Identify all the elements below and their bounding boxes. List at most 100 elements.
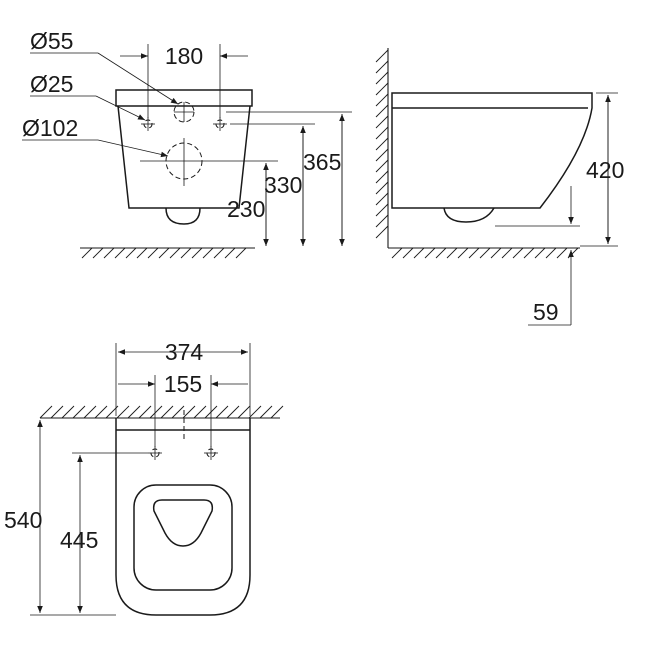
dim-374-label: 374 [165,339,204,365]
hatch-line [375,159,389,173]
hatch-line [375,203,389,217]
hatch-line [248,405,262,419]
top-hole-left [148,446,162,460]
dim-155: 155 [118,371,248,447]
leader-25: Ø25 [30,71,146,121]
hatch-line [375,104,389,118]
hatch-line [545,247,557,259]
hatch-line [375,148,389,162]
dia-55-label: Ø55 [30,28,73,54]
front-body-outline [115,89,253,107]
front-floor [80,247,255,259]
hatch-line [375,126,389,140]
hatch-line [375,71,389,85]
top-hole-right [204,446,218,460]
top-wall [39,405,284,419]
front-hole-25-left [141,117,155,131]
hatch-line [446,247,458,259]
hatch-line [114,247,126,259]
dia-25-label: Ø25 [30,71,73,97]
top-bowl-rim [133,484,233,591]
hatch-line [259,405,273,419]
side-floor [388,247,580,259]
hatch-line [375,170,389,184]
hatch-line [235,247,247,259]
top-view: 374 155 540 445 [4,339,284,616]
dim-540-label: 540 [4,507,42,533]
dim-230-label: 230 [227,196,265,222]
hatch-line [147,247,159,259]
dim-540: 540 [4,420,116,616]
leader-55: Ø55 [30,28,179,105]
hatch-line [534,247,546,259]
hatch-line [375,181,389,195]
hatch-line [375,137,389,151]
hatch-line [270,405,284,419]
hatch-line [215,405,229,419]
dim-180: 180 [120,43,248,118]
hatch-line [125,247,137,259]
hatch-line [72,405,86,419]
dim-59-label: 59 [533,299,559,325]
dim-180-label: 180 [165,43,203,69]
hatch-line [182,405,196,419]
dim-365-label: 365 [303,149,341,175]
side-body-outline [391,92,593,209]
hatch-line [402,247,414,259]
hatch-line [39,405,53,419]
dim-374: 374 [115,339,251,416]
front-hole-55 [173,101,195,123]
dim-230: 230 [227,163,269,246]
hatch-line [375,82,389,96]
front-outlet [165,207,201,225]
hatch-line [116,405,130,419]
hatch-line [50,405,64,419]
hatch-line [490,247,502,259]
hatch-line [138,405,152,419]
hatch-line [149,405,163,419]
hatch-line [424,247,436,259]
hatch-line [375,60,389,74]
hatch-line [83,405,97,419]
dim-420-label: 420 [586,157,624,183]
dim-59: 59 [495,186,580,326]
hatch-line [435,247,447,259]
hatch-line [391,247,403,259]
hatch-line [237,405,251,419]
dim-155-label: 155 [164,371,202,397]
dim-445: 445 [60,452,148,613]
dim-330-label: 330 [264,172,302,198]
hatch-line [180,247,192,259]
hatch-line [375,115,389,129]
hatch-line [523,247,535,259]
front-hole-102 [140,138,278,186]
hatch-line [191,247,203,259]
hatch-line [213,247,225,259]
hatch-line [193,405,207,419]
leader-102: Ø102 [22,115,169,158]
hatch-line [160,405,174,419]
hatch-line [224,247,236,259]
hatch-line [468,247,480,259]
hatch-line [94,405,108,419]
hatch-line [375,93,389,107]
hatch-line [375,49,389,63]
hatch-line [413,247,425,259]
hatch-line [457,247,469,259]
side-view: 420 59 [375,48,624,326]
hatch-line [61,405,75,419]
hatch-line [226,405,240,419]
hatch-line [171,405,185,419]
dim-330: 330 [264,126,306,246]
hatch-line [375,225,389,239]
hatch-line [479,247,491,259]
hatch-line [158,247,170,259]
side-outlet [443,207,495,223]
side-wall [375,48,389,248]
hatch-line [81,247,93,259]
top-body-outline [115,418,251,616]
hatch-line [136,247,148,259]
front-bowl-outline [117,105,251,209]
